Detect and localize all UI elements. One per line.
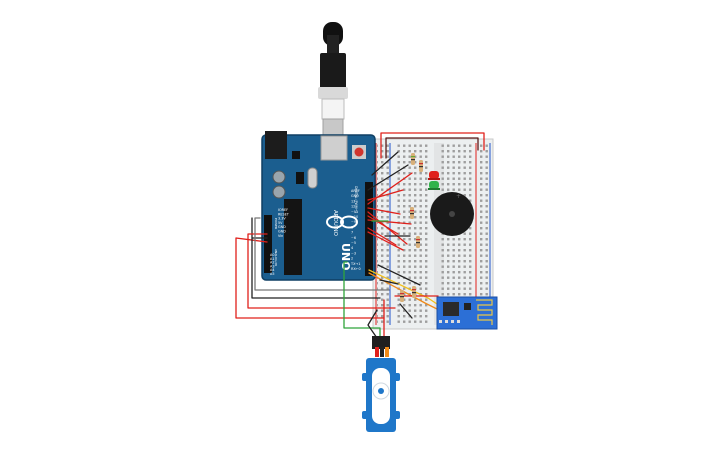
wire-d6 <box>367 231 404 251</box>
wire-d13 <box>367 189 404 201</box>
resistor <box>412 286 416 298</box>
wire-gnd-top <box>367 164 409 191</box>
digital-header-label: DIGITAL (PWM~) <box>354 186 358 212</box>
pin-label: GND <box>351 194 359 198</box>
wire-black-lower <box>377 264 421 286</box>
pin-label: 5V <box>278 221 283 225</box>
wire-left-red-outer <box>235 237 385 319</box>
pin-label: 8 <box>351 225 353 229</box>
arduino-logo <box>326 215 358 229</box>
pin-label: 7 <box>351 231 353 235</box>
wire-black-esp <box>399 303 413 319</box>
pin-label: A3 <box>270 264 274 268</box>
analog-header-label: ANALOG IN <box>274 249 278 266</box>
arduino-model-text: UNO <box>339 243 352 271</box>
wire-top-loop-red <box>380 132 485 159</box>
micro-servo <box>362 336 400 432</box>
pin-label: ~6 <box>351 236 356 240</box>
resistor <box>410 207 414 219</box>
wire-d12 <box>367 172 413 205</box>
wire-d9 <box>367 215 399 235</box>
esp-8266-module <box>436 296 498 330</box>
wires <box>235 132 485 339</box>
pin-label: A2 <box>270 261 274 265</box>
resistors <box>400 153 423 302</box>
pin-label: 4 <box>351 246 353 250</box>
pin-label: Vin <box>278 234 283 238</box>
pin-label: ~11 <box>351 210 358 214</box>
pin-label: GND <box>278 225 286 229</box>
wire-rx-yellow <box>368 269 438 305</box>
svg-text:+: + <box>456 193 461 200</box>
arduino-uno: ARDUINO UNO DIGITAL (PWM~) POWER ANALOG … <box>261 131 376 281</box>
pin-label: A0 <box>270 253 274 257</box>
pin-label: A4 <box>270 268 274 272</box>
pin-label: RESET <box>278 212 290 216</box>
red-led <box>428 171 440 180</box>
arduino-brand-text: ARDUINO <box>332 210 338 237</box>
power-header-label: POWER <box>274 218 278 229</box>
green-led <box>428 181 440 190</box>
pin-label: ~3 <box>351 251 356 255</box>
wire-left-red-inner <box>247 233 396 309</box>
pin-label: 12 <box>351 205 355 209</box>
wire-top-loop-dark <box>385 137 479 159</box>
resistor <box>400 290 404 302</box>
piezo-buzzer: + <box>430 192 474 236</box>
pin-label: ~5 <box>351 241 356 245</box>
pin-label: ~10 <box>351 215 358 219</box>
wire-d7 <box>367 227 397 246</box>
resistor <box>416 236 420 248</box>
pin-label: 2 <box>351 257 353 261</box>
pin-label: 3.3V <box>278 217 286 221</box>
wire-left-black <box>251 217 381 299</box>
pin-label: AREF <box>351 189 360 193</box>
pin-label: 13 <box>351 199 355 203</box>
resistor <box>411 153 415 165</box>
wire-servo-black <box>367 309 378 339</box>
pin-label: A5 <box>270 272 274 276</box>
wire-black-lower-2 <box>379 279 399 285</box>
wire-tx-orange <box>368 272 438 310</box>
usb-cable <box>318 22 348 138</box>
pin-label: RX←0 <box>351 267 361 271</box>
pin-label: A1 <box>270 257 274 261</box>
wire-d11 <box>367 207 401 215</box>
pin-label: TX→1 <box>350 262 360 266</box>
wire-gnd-top-2 <box>371 151 399 176</box>
resistor <box>419 160 423 172</box>
wire-left-gray <box>254 217 390 291</box>
pin-label: ~9 <box>351 220 356 224</box>
pin-label: GND <box>278 230 286 234</box>
pin-label: IOREF <box>278 208 288 212</box>
wire-servo-green <box>343 261 381 339</box>
